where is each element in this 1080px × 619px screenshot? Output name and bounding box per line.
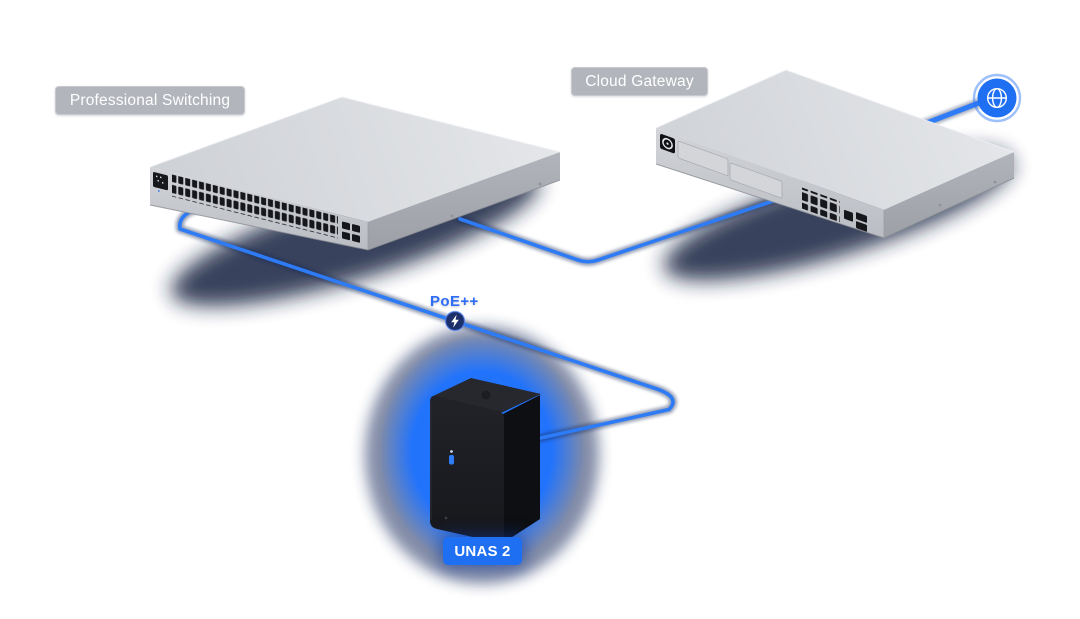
poe-node — [444, 310, 466, 332]
nas-side-face — [503, 395, 540, 543]
nas-front-face — [430, 395, 504, 543]
cable-switch-to-gateway — [456, 193, 789, 266]
gateway-front-detail — [660, 134, 867, 232]
badge-professional-switching: Professional Switching — [55, 86, 245, 115]
gateway-top-face — [656, 70, 1014, 210]
globe-icon — [972, 73, 1022, 123]
switch-side-face — [368, 152, 560, 250]
gateway-side-face — [884, 152, 1014, 238]
nas-led-display — [449, 455, 454, 465]
gateway-sfp-ports — [844, 209, 867, 232]
lightning-bolt-icon — [451, 314, 459, 328]
poe-label: PoE++ — [430, 293, 479, 310]
switch-device — [149, 96, 561, 251]
nas-status-dot — [450, 450, 453, 453]
gateway-port-grid — [802, 187, 840, 223]
badge-unas-2: UNAS 2 — [443, 537, 522, 565]
switch-top-face — [150, 97, 560, 222]
gateway-drive-bay-1 — [677, 140, 729, 176]
gateway-device — [655, 69, 1015, 239]
switch-front-detail — [153, 172, 360, 243]
cables — [175, 96, 989, 445]
gateway-drive-bay-2 — [729, 162, 783, 199]
cable-switch-to-nas — [175, 197, 677, 445]
switch-port-grid — [172, 174, 338, 239]
badge-cloud-gateway: Cloud Gateway — [571, 67, 708, 96]
nas-device — [430, 378, 541, 543]
nas-top-vent — [481, 390, 491, 400]
switch-sfp-ports — [342, 221, 360, 243]
